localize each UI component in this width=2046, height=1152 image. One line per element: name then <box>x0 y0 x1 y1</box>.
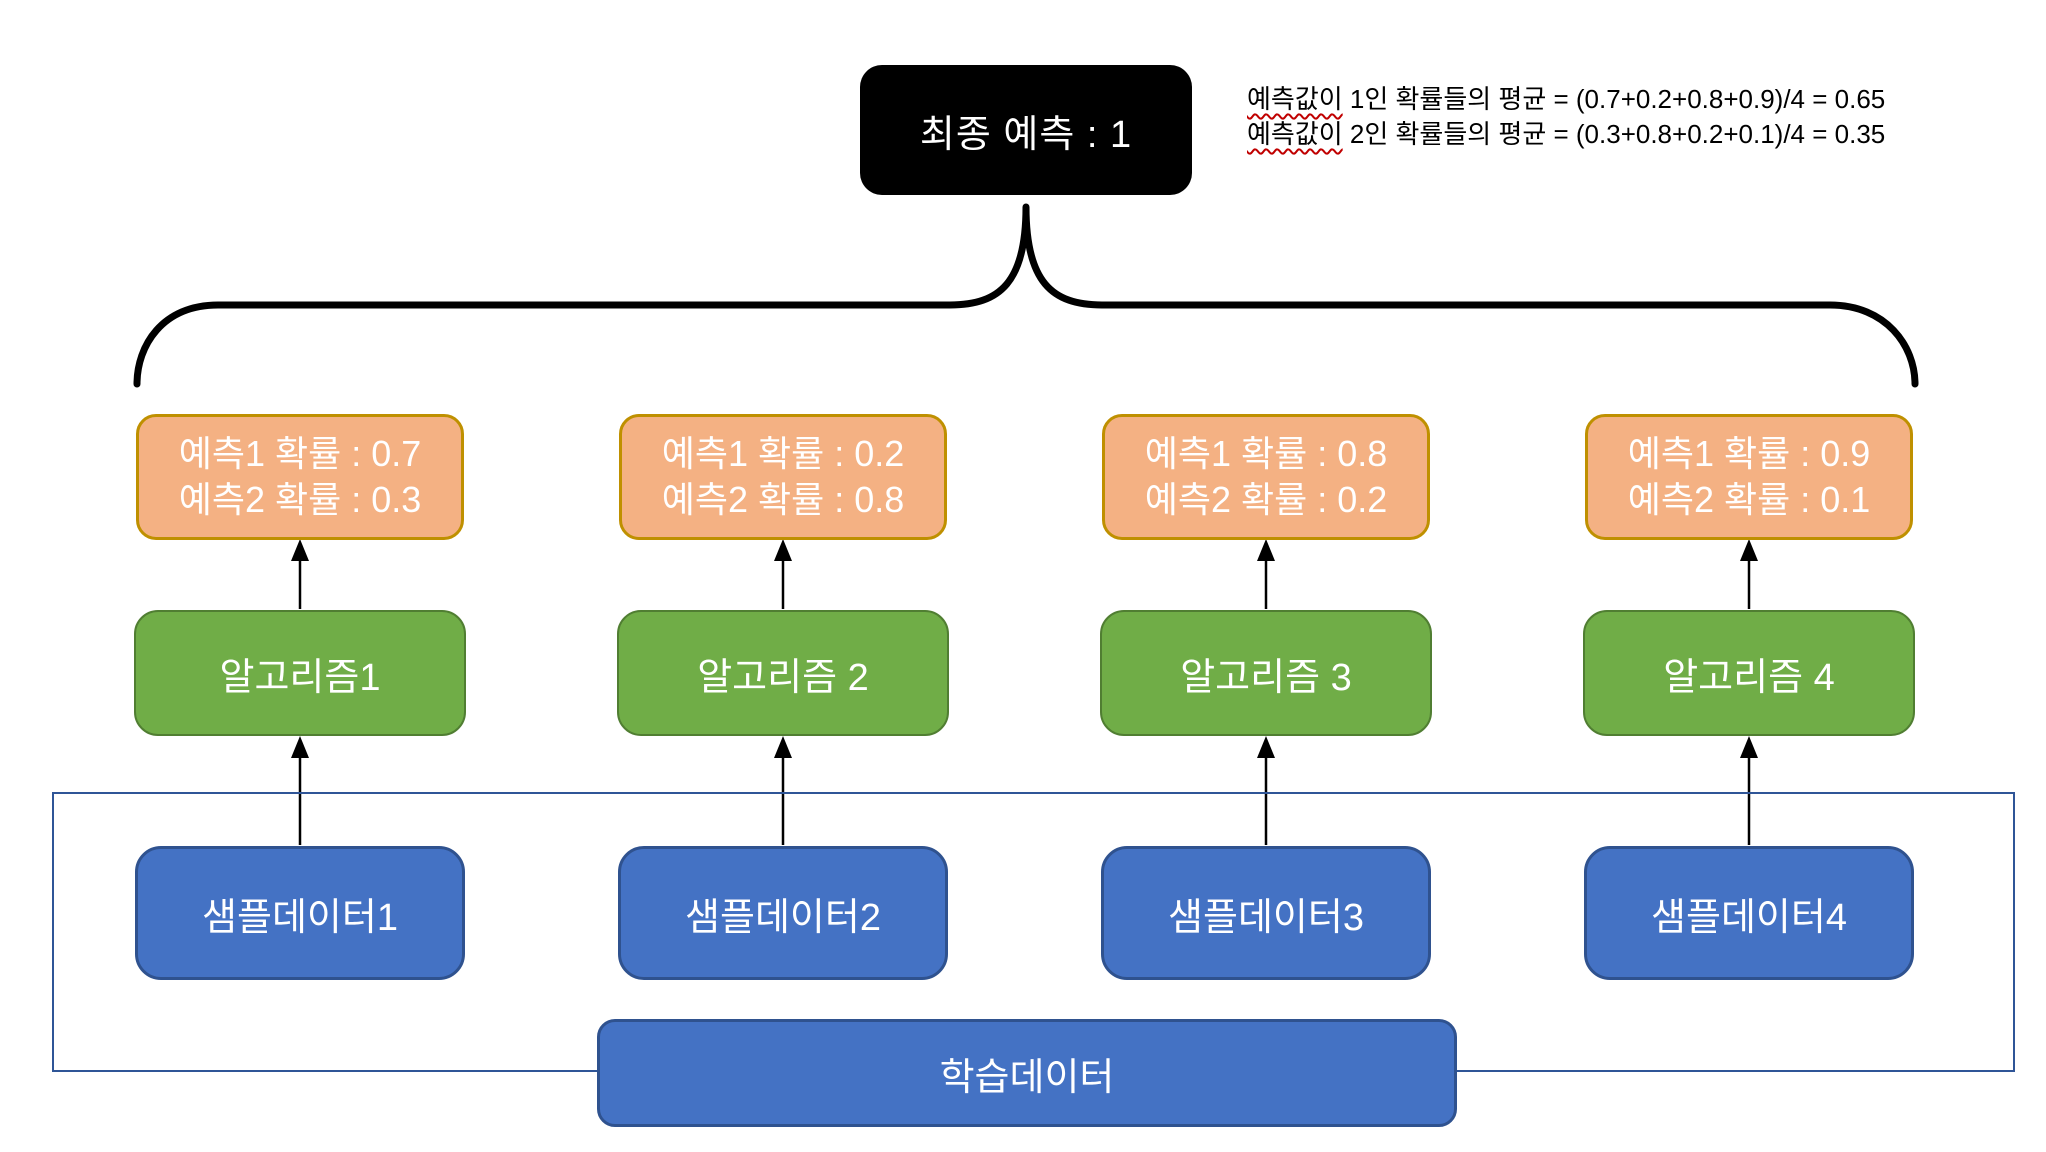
final-prediction-label: 최종 예측 : 1 <box>919 113 1133 156</box>
algorithm-box-2-label: 알고리즘 2 <box>697 656 869 699</box>
probability-box-4: 예측1 확률 : 0.9 예측2 확률 : 0.1 <box>1585 414 1913 540</box>
probability-box-3-line-1: 예측1 확률 : 0.8 <box>1144 433 1388 474</box>
annotation-line-2-underlined: 예측값이 <box>1247 119 1343 149</box>
sample-data-box-2-label: 샘플데이터2 <box>685 896 881 939</box>
sample-data-box-1: 샘플데이터1 <box>135 846 465 980</box>
probability-box-2-line-1: 예측1 확률 : 0.2 <box>661 433 905 474</box>
probability-box-1-line-2: 예측2 확률 : 0.3 <box>178 479 422 520</box>
annotation-line-2: 예측값이 2인 확률들의 평균 = (0.3+0.8+0.2+0.1)/4 = … <box>1247 117 1885 152</box>
arrow-algorithm-to-prediction-1 <box>291 539 309 609</box>
algorithm-box-1: 알고리즘1 <box>134 610 466 736</box>
annotation-line-1-rest: 1인 확률들의 평균 = (0.7+0.2+0.8+0.9)/4 = 0.65 <box>1342 84 1886 114</box>
arrow-algorithm-to-prediction-4 <box>1740 539 1758 609</box>
final-prediction-box: 최종 예측 : 1 <box>860 65 1192 195</box>
probability-box-2: 예측1 확률 : 0.2 예측2 확률 : 0.8 <box>619 414 947 540</box>
training-data-box: 학습데이터 <box>597 1019 1457 1127</box>
annotation-line-1-underlined: 예측값이 <box>1247 84 1343 114</box>
probability-box-4-line-2: 예측2 확률 : 0.1 <box>1627 479 1871 520</box>
sample-data-box-4: 샘플데이터4 <box>1584 846 1914 980</box>
algorithm-box-1-label: 알고리즘1 <box>219 656 381 699</box>
sample-data-box-3: 샘플데이터3 <box>1101 846 1431 980</box>
probability-box-2-line-2: 예측2 확률 : 0.8 <box>661 479 905 520</box>
arrow-algorithm-to-prediction-2 <box>774 539 792 609</box>
sample-data-box-4-label: 샘플데이터4 <box>1651 896 1847 939</box>
annotation-line-2-rest: 2인 확률들의 평균 = (0.3+0.8+0.2+0.1)/4 = 0.35 <box>1342 119 1886 149</box>
algorithm-box-3: 알고리즘 3 <box>1100 610 1432 736</box>
arrow-algorithm-to-prediction-3 <box>1257 539 1275 609</box>
sample-data-box-1-label: 샘플데이터1 <box>202 896 398 939</box>
probability-box-1: 예측1 확률 : 0.7 예측2 확률 : 0.3 <box>136 414 464 540</box>
brace-curve <box>133 203 1919 388</box>
probability-box-3-line-2: 예측2 확률 : 0.2 <box>1144 479 1388 520</box>
probability-box-4-line-1: 예측1 확률 : 0.9 <box>1627 433 1871 474</box>
annotation-text: 예측값이 1인 확률들의 평균 = (0.7+0.2+0.8+0.9)/4 = … <box>1247 82 1885 152</box>
sample-data-box-3-label: 샘플데이터3 <box>1168 896 1364 939</box>
annotation-line-1: 예측값이 1인 확률들의 평균 = (0.7+0.2+0.8+0.9)/4 = … <box>1247 82 1885 117</box>
algorithm-box-4-label: 알고리즘 4 <box>1663 656 1835 699</box>
training-data-label: 학습데이터 <box>939 1056 1115 1099</box>
probability-box-3: 예측1 확률 : 0.8 예측2 확률 : 0.2 <box>1102 414 1430 540</box>
sample-data-box-2: 샘플데이터2 <box>618 846 948 980</box>
algorithm-box-3-label: 알고리즘 3 <box>1180 656 1352 699</box>
algorithm-box-4: 알고리즘 4 <box>1583 610 1915 736</box>
probability-box-1-line-1: 예측1 확률 : 0.7 <box>178 433 422 474</box>
algorithm-box-2: 알고리즘 2 <box>617 610 949 736</box>
